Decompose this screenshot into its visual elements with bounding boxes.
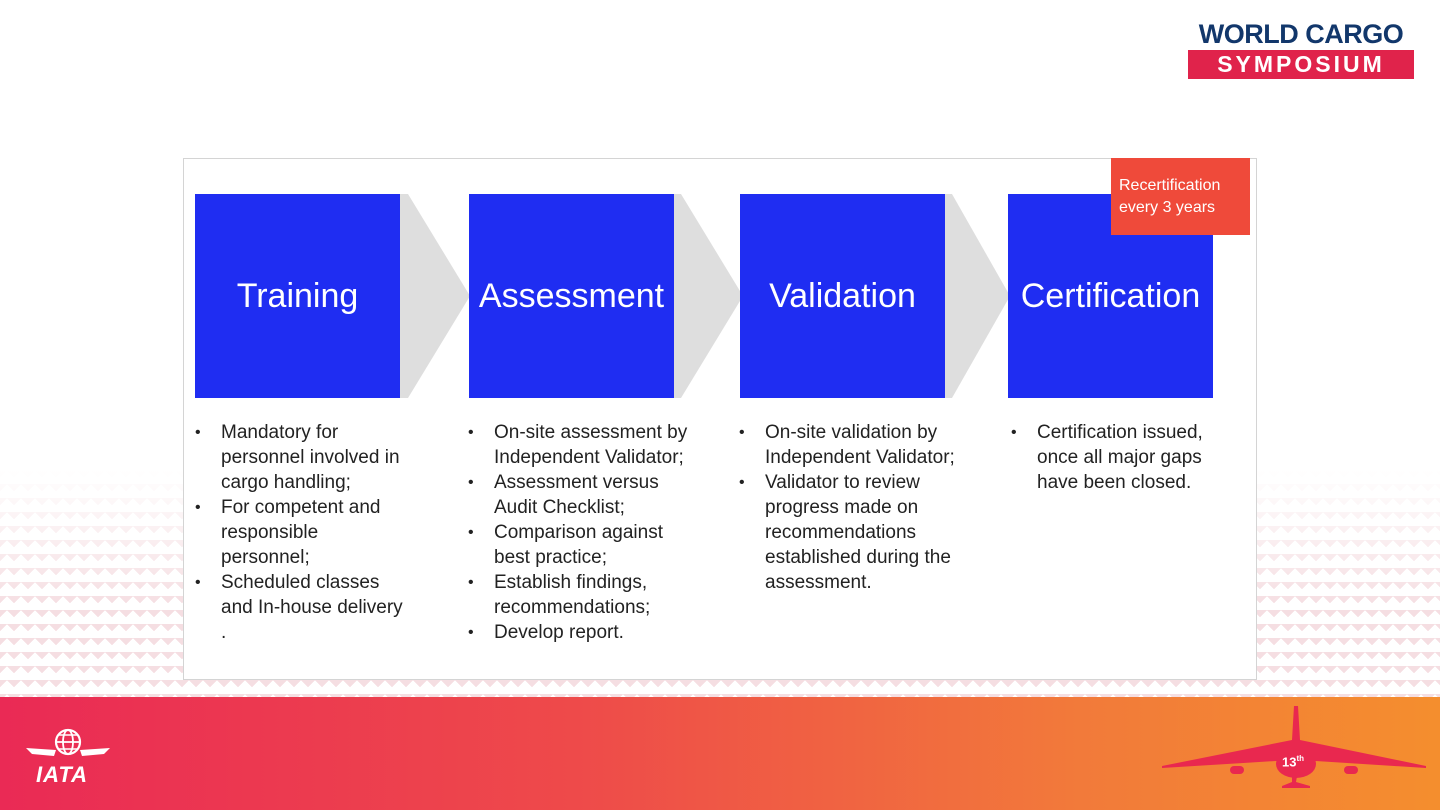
edition-value: 13 [1282, 754, 1297, 770]
list-item: Scheduled classes and In-house delivery … [195, 570, 405, 645]
recertification-badge: Recertification every 3 years [1111, 158, 1250, 235]
world-cargo-symposium-logo: WORLD CARGO SYMPOSIUM [1188, 20, 1414, 79]
logo-line-1: WORLD CARGO [1198, 19, 1404, 49]
certification-details: Certification issued, once all major gap… [1011, 420, 1233, 495]
badge-line-2: every 3 years [1119, 199, 1216, 216]
airplane-icon [1162, 706, 1426, 788]
step-assessment: Assessment [469, 194, 674, 398]
list-item: Validator to review progress made on rec… [739, 470, 961, 595]
iata-globe-icon [26, 728, 110, 756]
edition-suffix: th [1296, 754, 1305, 763]
list-item: Comparison against best practice; [468, 520, 690, 570]
arrow-icon [942, 194, 1010, 398]
list-item: Establish findings, recommendations; [468, 570, 690, 620]
iata-logo-text: IATA [36, 762, 89, 787]
validation-details: On-site validation by Independent Valida… [739, 420, 961, 595]
list-item: On-site validation by Independent Valida… [739, 420, 961, 470]
step-label: Validation [769, 276, 916, 315]
badge-line-1: Recertification [1119, 177, 1221, 194]
assessment-details: On-site assessment by Independent Valida… [468, 420, 690, 645]
list-item: Develop report. [468, 620, 690, 645]
edition-number: 13th [1282, 754, 1304, 769]
step-label: Assessment [478, 276, 665, 315]
step-label: Certification [1020, 276, 1201, 315]
step-validation: Validation [740, 194, 945, 398]
arrow-icon [671, 194, 743, 398]
list-item: Assessment versus Audit Checklist; [468, 470, 690, 520]
step-label: Training [236, 276, 359, 315]
list-item: On-site assessment by Independent Valida… [468, 420, 690, 470]
logo-line-2: SYMPOSIUM [1188, 50, 1414, 79]
arrow-icon [398, 194, 470, 398]
list-item: For competent and responsible personnel; [195, 495, 405, 570]
list-item: Certification issued, once all major gap… [1011, 420, 1233, 495]
list-item: Mandatory for personnel involved in carg… [195, 420, 405, 495]
footer-band [0, 697, 1440, 810]
step-training: Training [195, 194, 400, 398]
training-details: Mandatory for personnel involved in carg… [195, 420, 405, 645]
